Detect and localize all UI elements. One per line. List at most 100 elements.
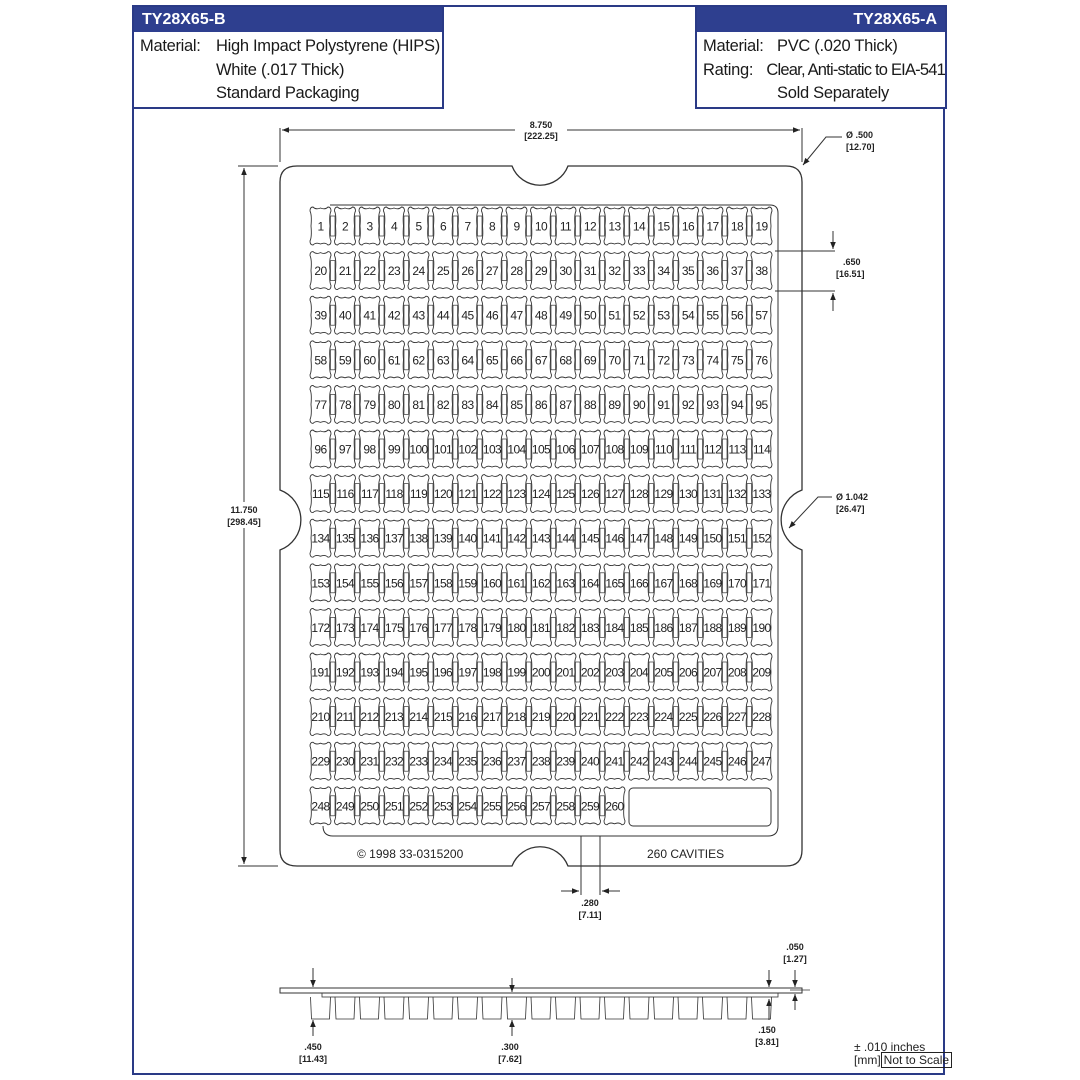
cavity (652, 652, 675, 692)
cavity (432, 295, 454, 335)
cavity-number: 144 (556, 532, 575, 546)
cavity (652, 384, 675, 424)
cavity (530, 697, 552, 737)
cavity-bridge (330, 795, 336, 817)
cavity-bridge (477, 215, 483, 237)
cavity (407, 741, 430, 781)
side-profile-view (279, 987, 803, 1020)
cavity-bridge (648, 304, 654, 326)
cavity-number: 127 (605, 487, 624, 501)
cavity (309, 429, 332, 469)
cavity-bridge (354, 706, 360, 727)
cavity (628, 340, 650, 380)
cavity-number: 107 (581, 443, 600, 457)
cavity-bridge (575, 349, 581, 371)
cavity-number: 78 (339, 398, 352, 412)
cavity-number: 55 (706, 309, 719, 323)
cavity-number: 255 (483, 799, 502, 813)
cavity-bridge (575, 750, 581, 772)
cavity-number: 220 (556, 710, 575, 724)
cavity-number: 119 (410, 487, 428, 501)
cavity (628, 697, 650, 737)
cavity (628, 251, 650, 291)
cavity-bridge (746, 483, 752, 504)
cavity-number: 242 (630, 755, 649, 769)
cavity-bridge (746, 706, 752, 727)
cavity (432, 384, 454, 424)
cavity-number: 201 (556, 666, 575, 680)
cavity-number: 134 (311, 532, 330, 546)
cavity-bridge (722, 706, 728, 727)
cavity-number: 50 (584, 309, 597, 323)
cavity (432, 429, 454, 469)
cavity (530, 518, 552, 558)
cavity (358, 251, 381, 291)
cavity-number: 45 (461, 309, 474, 323)
cavity-bridge (354, 394, 360, 415)
cavity (334, 697, 356, 737)
cavity-number: 83 (461, 398, 474, 412)
cavity-number: 116 (336, 487, 354, 501)
cavity-number: 167 (654, 576, 673, 590)
cavity (579, 340, 601, 380)
cavity-bridge (330, 438, 336, 460)
cavity (530, 340, 552, 380)
cavity-number: 23 (388, 264, 401, 278)
cavity (554, 429, 577, 469)
cavity (334, 741, 356, 781)
cavity (407, 563, 430, 603)
cavity-number: 229 (311, 755, 330, 769)
cavity-bridge (526, 527, 532, 549)
cavity (579, 206, 601, 246)
cavity-number: 197 (458, 666, 477, 680)
cavity-bridge (746, 215, 752, 237)
drawing-frame (132, 5, 945, 1075)
cavity-number: 243 (654, 755, 673, 769)
cavity-number: 159 (458, 576, 477, 590)
cavity-bridge (428, 706, 434, 727)
cavity-bridge (477, 795, 483, 817)
width-mm: [222.25] (524, 131, 558, 141)
profile-cavity (457, 996, 478, 1020)
cavity-bridge (501, 706, 507, 727)
cavity (554, 652, 577, 692)
cavity-bridge (550, 706, 556, 727)
cavity-bridge (379, 349, 385, 371)
cavity-number: 219 (532, 710, 551, 724)
cavity-bridge (379, 438, 385, 460)
overall-depth-mm: [11.43] (299, 1054, 327, 1064)
cavity-bridge (452, 706, 458, 727)
copyright-text: © 1998 33-0315200 (357, 847, 464, 861)
cavity-bridge (428, 483, 434, 504)
cavity-bridge (379, 483, 385, 504)
cavity (383, 340, 405, 380)
cavity-number: 125 (556, 487, 575, 501)
cavity-bridge (599, 750, 605, 772)
cavity-bridge (526, 349, 532, 371)
cavity-bridge (624, 483, 630, 504)
cavity-bridge (330, 572, 336, 594)
cavity-bridge (746, 527, 752, 549)
cavity-number: 72 (657, 353, 670, 367)
label-area (628, 787, 772, 827)
cavity-bridge (428, 661, 434, 683)
cavity (652, 295, 675, 335)
cavity-number: 126 (581, 487, 600, 501)
cavity-number: 248 (311, 799, 330, 813)
cavity-bridge (673, 260, 679, 281)
cavity-number: 150 (703, 532, 722, 546)
cavity-bridge (379, 215, 385, 237)
cavity-bridge (403, 706, 409, 727)
tray-outline (279, 165, 803, 867)
cavity-bridge (624, 617, 630, 638)
cavity-bridge (575, 260, 581, 281)
cavity-bridge (526, 394, 532, 415)
cavity (677, 251, 699, 291)
cavity-number: 204 (630, 666, 649, 680)
cavity-bridge (501, 750, 507, 772)
cavity-bridge (746, 260, 752, 281)
cavity (701, 384, 724, 424)
cavity-number: 82 (437, 398, 450, 412)
cavity-number: 193 (360, 666, 379, 680)
cavity-bridge (624, 572, 630, 594)
